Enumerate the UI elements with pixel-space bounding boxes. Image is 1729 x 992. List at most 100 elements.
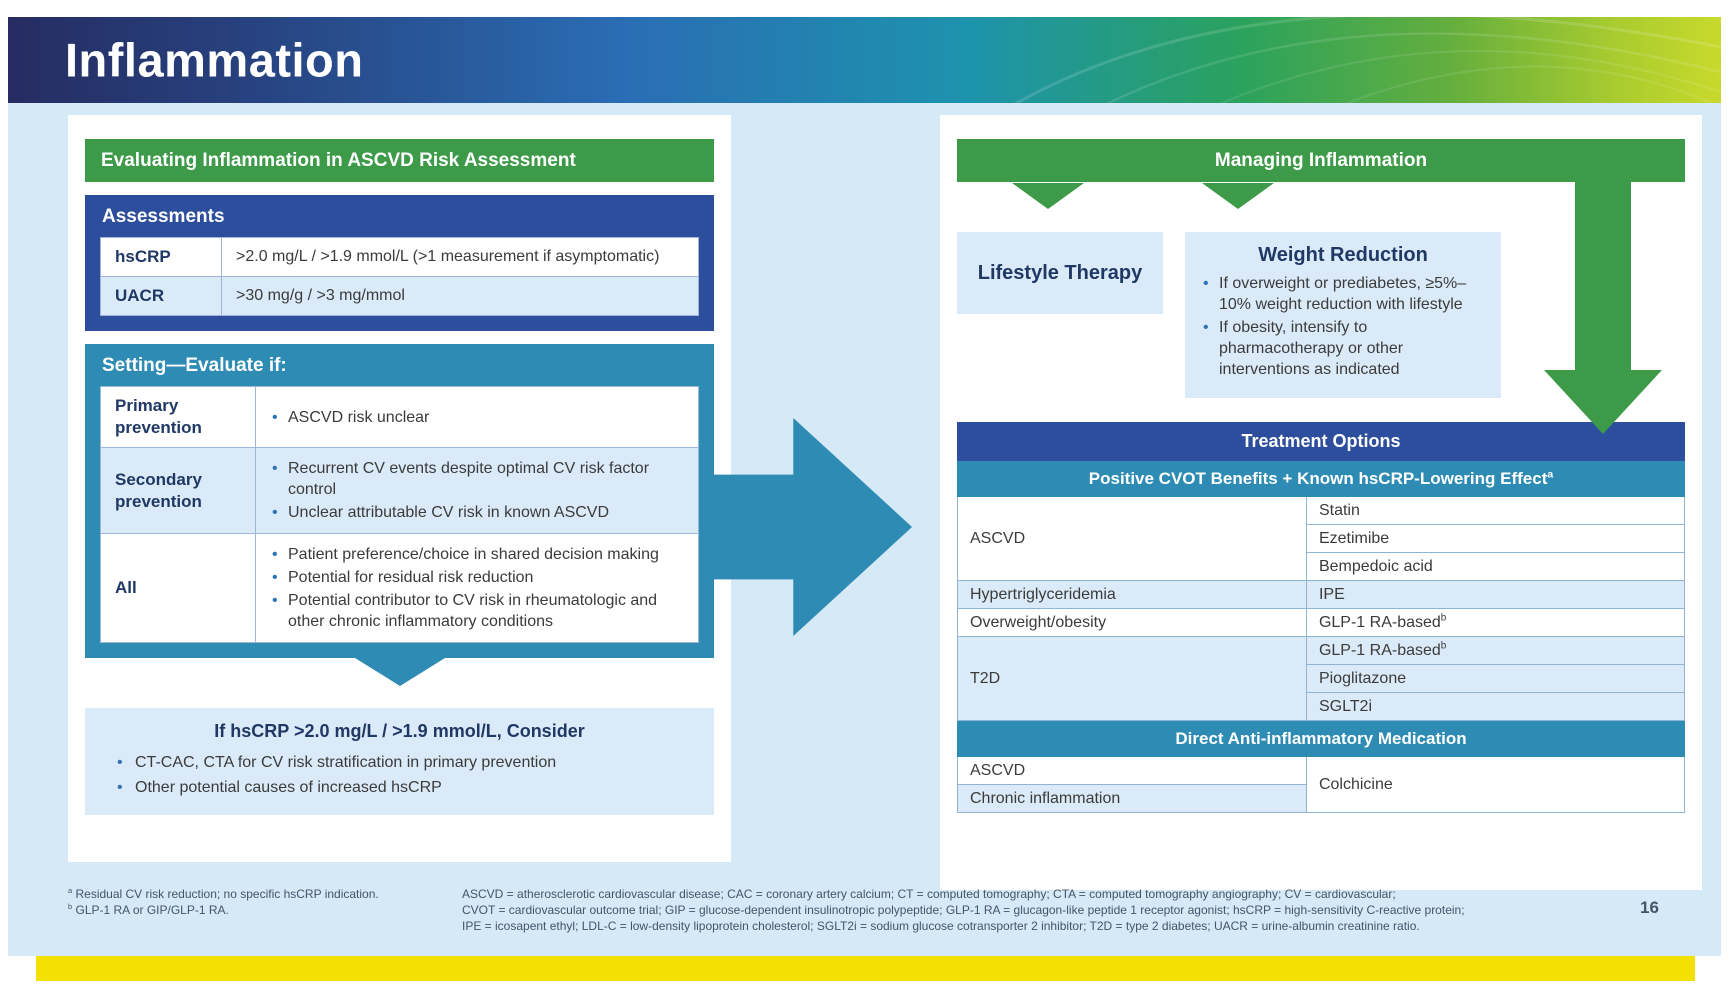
drug-cell: GLP-1 RA-basedb bbox=[1305, 608, 1686, 637]
footnote-marker: a bbox=[68, 886, 73, 895]
condition-cell: Overweight/obesity bbox=[957, 608, 1307, 637]
table-row: Overweight/obesity GLP-1 RA-basedb bbox=[957, 608, 1686, 637]
table-row: UACR >30 mg/g / >3 mg/mmol bbox=[100, 276, 699, 316]
drug-name: IPE bbox=[1318, 585, 1345, 603]
managing-panel: Managing Inflammation Lifestyle Therapy … bbox=[940, 115, 1702, 890]
drug-name: Ezetimibe bbox=[1318, 529, 1390, 547]
table-row: ASCVD Colchicine bbox=[957, 756, 1686, 813]
footnote-marker: a bbox=[1547, 467, 1554, 480]
footnote-text: Residual CV risk reduction; no specific … bbox=[75, 887, 379, 901]
condition-cell: ASCVD bbox=[957, 496, 1307, 581]
setting-title: Setting—Evaluate if: bbox=[102, 355, 287, 376]
drug-cell: IPE bbox=[1305, 580, 1686, 609]
table-row: hsCRP >2.0 mg/L / >1.9 mmol/L (>1 measur… bbox=[100, 237, 699, 277]
table-row: ASCVD Statin bbox=[957, 496, 1686, 581]
managing-header: Managing Inflammation bbox=[957, 139, 1685, 182]
setting-block: Setting—Evaluate if: Primary prevention … bbox=[85, 344, 714, 658]
bullet-item: If obesity, intensify to pharmacotherapy… bbox=[1201, 317, 1485, 380]
table-row: Hypertriglyceridemia IPE bbox=[957, 580, 1686, 609]
treatment-options-table: Treatment Options Positive CVOT Benefits… bbox=[957, 422, 1686, 813]
bullet-item: Patient preference/choice in shared deci… bbox=[270, 544, 684, 565]
assessment-value: >2.0 mg/L / >1.9 mmol/L (>1 measurement … bbox=[221, 237, 699, 277]
bullet-item: Unclear attributable CV risk in known AS… bbox=[270, 502, 684, 523]
drug-cell: Ezetimibe bbox=[1305, 524, 1686, 553]
setting-label: Secondary prevention bbox=[100, 447, 256, 534]
evaluating-panel: Evaluating Inflammation in ASCVD Risk As… bbox=[68, 115, 731, 862]
drug-name: GLP-1 RA-based bbox=[1318, 613, 1441, 631]
table-row: Positive CVOT Benefits + Known hsCRP-Low… bbox=[957, 460, 1685, 497]
bottom-accent-bar bbox=[36, 956, 1695, 981]
drug-cell: SGLT2i bbox=[1305, 692, 1686, 721]
footnote-marker: b bbox=[68, 902, 73, 911]
drug-name: GLP-1 RA-based bbox=[1318, 641, 1441, 659]
abbreviation-line: CVOT = cardiovascular outcome trial; GIP… bbox=[462, 903, 1465, 917]
bullet-item: Recurrent CV events despite optimal CV r… bbox=[270, 458, 684, 500]
drug-cell: GLP-1 RA-basedb bbox=[1305, 636, 1686, 665]
footnote-marker: b bbox=[1440, 640, 1447, 652]
weight-reduction-title: Weight Reduction bbox=[1258, 244, 1428, 266]
table-row: Secondary prevention Recurrent CV events… bbox=[100, 447, 699, 534]
footnote-b: b GLP-1 RA or GIP/GLP-1 RA. bbox=[68, 902, 448, 918]
weight-reduction-box: Weight Reduction If overweight or predia… bbox=[1185, 232, 1501, 398]
down-notch-icon bbox=[1012, 183, 1084, 209]
evaluating-header: Evaluating Inflammation in ASCVD Risk As… bbox=[85, 139, 714, 182]
lifestyle-therapy-box: Lifestyle Therapy bbox=[957, 232, 1163, 314]
setting-label: All bbox=[100, 533, 256, 643]
drug-name: SGLT2i bbox=[1318, 697, 1373, 715]
assessments-table: hsCRP >2.0 mg/L / >1.9 mmol/L (>1 measur… bbox=[100, 237, 699, 316]
footnote-text: GLP-1 RA or GIP/GLP-1 RA. bbox=[75, 903, 229, 917]
setting-bullets-cell: Patient preference/choice in shared deci… bbox=[255, 533, 699, 643]
consider-box: If hsCRP >2.0 mg/L / >1.9 mmol/L, Consid… bbox=[85, 708, 714, 815]
bullet-item: Potential contributor to CV risk in rheu… bbox=[270, 590, 684, 632]
condition-cell: Chronic inflammation bbox=[957, 784, 1307, 813]
table-row: Primary prevention ASCVD risk unclear bbox=[100, 386, 699, 448]
bullet-item: Other potential causes of increased hsCR… bbox=[109, 776, 690, 799]
bullet-item: CT-CAC, CTA for CV risk stratification i… bbox=[109, 751, 690, 774]
abbreviations-block: ASCVD = atherosclerotic cardiovascular d… bbox=[462, 886, 1517, 934]
setting-bullets-cell: ASCVD risk unclear bbox=[255, 386, 699, 448]
assessment-label: UACR bbox=[100, 276, 222, 316]
condition-cell: ASCVD bbox=[957, 756, 1307, 785]
table-row: Chronic inflammation bbox=[957, 784, 1685, 813]
down-notch-icon bbox=[1202, 183, 1274, 209]
setting-table: Primary prevention ASCVD risk unclear Se… bbox=[100, 386, 699, 643]
cvot-benefits-text: Positive CVOT Benefits + Known hsCRP-Low… bbox=[1088, 468, 1548, 488]
footnote-marker: b bbox=[1440, 612, 1447, 624]
table-row: Ezetimibe bbox=[958, 524, 1686, 553]
table-row: Bempedoic acid bbox=[958, 552, 1686, 581]
cvot-benefits-header: Positive CVOT Benefits + Known hsCRP-Low… bbox=[957, 460, 1685, 497]
direct-antiinflammatory-header: Direct Anti-inflammatory Medication bbox=[957, 720, 1685, 757]
therapy-boxes-row: Lifestyle Therapy Weight Reduction If ov… bbox=[957, 232, 1685, 398]
consider-title: If hsCRP >2.0 mg/L / >1.9 mmol/L, Consid… bbox=[214, 721, 585, 741]
abbreviation-line: ASCVD = atherosclerotic cardiovascular d… bbox=[462, 887, 1396, 901]
page-number: 16 bbox=[1640, 898, 1659, 917]
assessment-label: hsCRP bbox=[100, 237, 222, 277]
down-arrow-head-icon bbox=[1544, 370, 1662, 434]
drug-cell: Colchicine bbox=[1305, 756, 1686, 813]
table-row: T2D GLP-1 RA-basedb bbox=[957, 636, 1686, 721]
table-row: Pioglitazone bbox=[958, 664, 1686, 693]
bullet-item: Potential for residual risk reduction bbox=[270, 567, 684, 588]
down-notch-icon bbox=[354, 658, 445, 686]
assessment-value: >30 mg/g / >3 mg/mmol bbox=[221, 276, 699, 316]
drug-name: Statin bbox=[1318, 501, 1360, 519]
footnote-a: a Residual CV risk reduction; no specifi… bbox=[68, 886, 448, 902]
bullet-item: If overweight or prediabetes, ≥5%–10% we… bbox=[1201, 273, 1485, 315]
drug-cell: Bempedoic acid bbox=[1305, 552, 1686, 581]
setting-label: Primary prevention bbox=[100, 386, 256, 448]
abbreviation-line: IPE = icosapent ethyl; LDL-C = low-densi… bbox=[462, 919, 1420, 933]
drug-cell: Pioglitazone bbox=[1305, 664, 1686, 693]
footnotes-block: a Residual CV risk reduction; no specifi… bbox=[68, 886, 448, 918]
drug-name: Colchicine bbox=[1318, 775, 1393, 793]
assessments-block: Assessments hsCRP >2.0 mg/L / >1.9 mmol/… bbox=[85, 195, 714, 331]
condition-cell: Hypertriglyceridemia bbox=[957, 580, 1307, 609]
down-arrow-shaft-icon bbox=[1575, 182, 1631, 370]
condition-cell: T2D bbox=[957, 636, 1307, 721]
title-banner: Inflammation bbox=[8, 17, 1721, 103]
table-row: Direct Anti-inflammatory Medication bbox=[957, 720, 1685, 757]
table-row: All Patient preference/choice in shared … bbox=[100, 533, 699, 643]
setting-bullets-cell: Recurrent CV events despite optimal CV r… bbox=[255, 447, 699, 534]
drug-name: Pioglitazone bbox=[1318, 669, 1407, 687]
drug-name: Bempedoic acid bbox=[1318, 557, 1433, 575]
